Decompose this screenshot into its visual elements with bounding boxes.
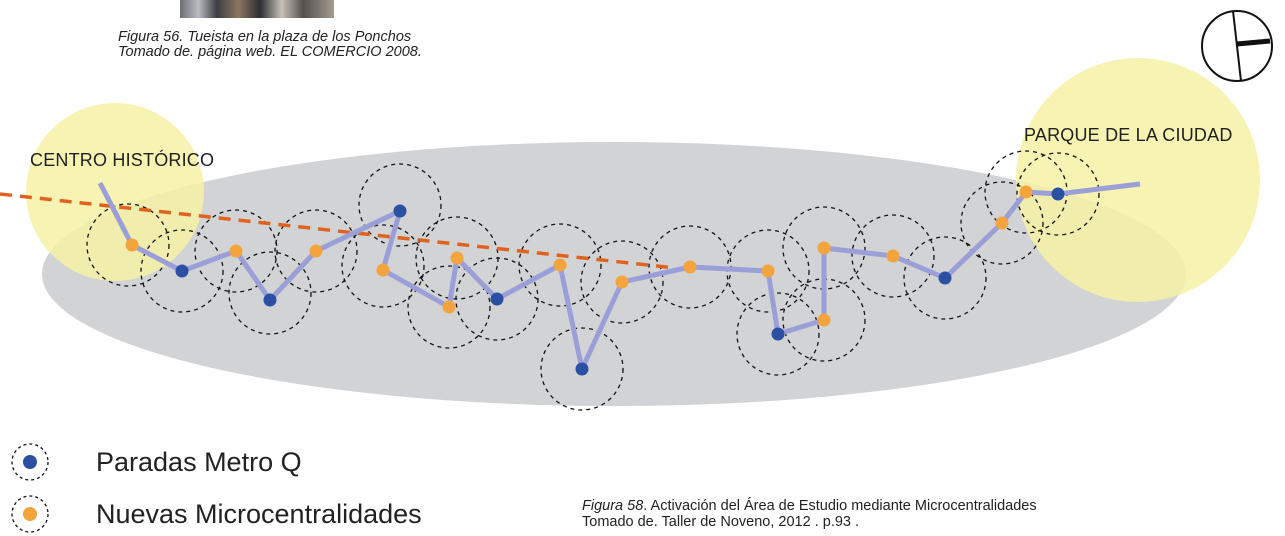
influence-radius-ring (736, 292, 820, 376)
figure-58-caption-line2: Tomado de. Taller de Noveno, 2012 . p.93… (582, 514, 860, 530)
microcentrality-point (376, 263, 390, 277)
influence-radius-ring (274, 209, 358, 293)
figure-58-caption-line1: Figura 58. Activación del Área de Estudi… (582, 498, 1037, 514)
figure-56-caption-line2: Tomado de. página web. EL COMERCIO 2008. (118, 44, 422, 60)
legend-label-metro: Paradas Metro Q (96, 446, 302, 477)
figure-56-caption-line1: Figura 56. Tueista en la plaza de los Po… (118, 29, 412, 45)
metro-stop-icon (11, 443, 49, 481)
influence-radius-ring (455, 257, 539, 341)
microcentrality-point (683, 260, 697, 274)
legend-item-micro: Nuevas Microcentralidades (10, 494, 422, 534)
study-area-zone (42, 142, 1186, 406)
north-arrow-icon (1201, 10, 1273, 82)
label-parque-ciudad: PARQUE DE LA CIUDAD (1024, 125, 1233, 145)
figure-56-caption: Figura 56. Tueista en la plaza de los Po… (118, 30, 422, 60)
influence-radius-ring (341, 224, 425, 308)
influence-radius-ring (228, 251, 312, 335)
metro-stop-point (263, 293, 277, 307)
microcentrality-point (553, 258, 567, 272)
microcentrality-point (309, 244, 323, 258)
microcentrality-point (615, 275, 629, 289)
influence-radius-ring (140, 229, 224, 313)
microcentrality-point (817, 313, 831, 327)
historic-center-zone (26, 103, 204, 281)
metro-stop-point (938, 271, 952, 285)
metro-stop-point (175, 264, 189, 278)
metro-stop-point (1051, 187, 1065, 201)
metro-stop-point (490, 292, 504, 306)
figure-58-caption: Figura 58. Activación del Área de Estudi… (582, 498, 1037, 530)
influence-radius-ring (903, 236, 987, 320)
microcentrality-point (450, 251, 464, 265)
influence-radius-ring (1016, 152, 1100, 236)
metro-stop-point (575, 362, 589, 376)
influence-radius-ring (580, 240, 664, 324)
urban-axis-line (0, 192, 676, 270)
microcentrality-point (995, 216, 1009, 230)
influence-radius-ring (407, 265, 491, 349)
microcentrality-point (761, 264, 775, 278)
influence-radius-ring (540, 327, 624, 411)
city-park-zone (1016, 58, 1260, 302)
metro-stop-point (393, 204, 407, 218)
legend-item-metro: Paradas Metro Q (10, 442, 302, 482)
microcentrality-point (817, 241, 831, 255)
influence-radius-ring (960, 181, 1044, 265)
plaza-photo (180, 0, 334, 18)
microcentrality-point (442, 300, 456, 314)
metro-stop-point (771, 327, 785, 341)
microcentrality-point (1019, 185, 1033, 199)
label-centro-historico: CENTRO HISTÓRICO (30, 150, 215, 170)
microcentrality-icon (11, 495, 49, 533)
influence-radius-ring (86, 203, 170, 287)
influence-radius-ring (851, 214, 935, 298)
microcentrality-point (229, 244, 243, 258)
influence-radius-ring (518, 223, 602, 307)
microcentrality-point (125, 238, 139, 252)
influence-radius-ring (358, 163, 442, 247)
figure-58-label: Figura 58 (582, 498, 644, 514)
figure-58-caption-rest: . Activación del Área de Estudio mediant… (643, 498, 1037, 514)
microcentrality-point (886, 249, 900, 263)
legend-label-micro: Nuevas Microcentralidades (96, 498, 422, 529)
influence-radius-ring (194, 209, 278, 293)
